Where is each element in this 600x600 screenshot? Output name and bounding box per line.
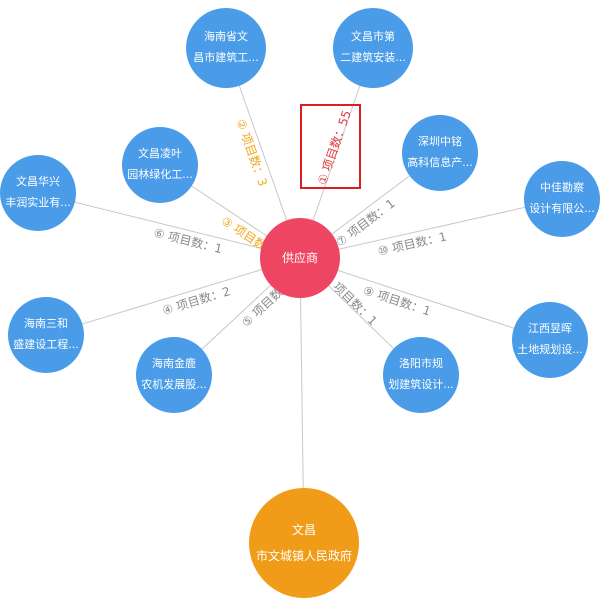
edge-wenchang-huaxing (37, 192, 301, 259)
supplier-node-luoyang-planning[interactable]: 洛阳市规 划建筑设计... (383, 337, 459, 413)
supplier-node-line1: 海南金鹿 (152, 357, 196, 371)
supplier-node-line2: 丰润实业有... (5, 196, 71, 209)
supplier-node-shenzhen-zhongming[interactable]: 深圳中铭 高科信息产... (402, 115, 478, 191)
government-line2: 市文城镇人民政府 (255, 549, 352, 563)
edge-jiangxi-yuhui (299, 257, 551, 341)
hub-label: 供应商 (281, 250, 318, 265)
supplier-node-hainan-jinlu[interactable]: 海南金鹿 农机发展股... (136, 337, 212, 413)
supplier-node-line2: 设计有限公... (529, 202, 595, 215)
supplier-node-line2: 划建筑设计... (388, 378, 454, 391)
edge-hainan-sanhesheng (45, 257, 301, 336)
supplier-hub-node[interactable]: 供应商 (260, 218, 340, 298)
edge-zhongjia-survey (299, 198, 563, 259)
supplier-node-line2: 农机发展股... (141, 378, 207, 391)
supplier-node-line1: 江西昱晖 (528, 322, 572, 336)
supplier-node-hainan-sanhesheng[interactable]: 海南三和 盛建设工程... (8, 297, 84, 373)
supplier-node-wenchang-lingye[interactable]: 文昌凌叶 园林绿化工... (122, 127, 198, 203)
supplier-node-line1: 文昌华兴 (16, 175, 60, 189)
supplier-node-line1: 深圳中铭 (418, 135, 462, 149)
supplier-node-jiangxi-yuhui[interactable]: 江西昱晖 土地规划设... (512, 302, 588, 378)
supplier-node-wenchang-second-construction[interactable]: 文昌市第 二建筑安装... (333, 8, 413, 88)
supplier-node-line2: 盛建设工程... (13, 338, 79, 351)
supplier-node-hainan-wenchang-construction[interactable]: 海南省文 昌市建筑工... (186, 8, 266, 88)
supplier-node-line1: 海南省文 (204, 30, 248, 44)
government-node[interactable]: 文昌 市文城镇人民政府 (249, 488, 359, 598)
supplier-node-line1: 文昌凌叶 (138, 147, 182, 161)
supplier-node-line2: 园林绿化工... (127, 168, 193, 181)
supplier-node-wenchang-huaxing[interactable]: 文昌华兴 丰润实业有... (0, 155, 76, 231)
supplier-node-line2: 土地规划设... (517, 343, 583, 356)
supplier-node-line1: 海南三和 (24, 317, 68, 331)
supplier-node-zhongjia-survey[interactable]: 中佳勘察 设计有限公... (524, 161, 600, 237)
supplier-node-line1: 中佳勘察 (540, 181, 584, 195)
highlight-box (300, 104, 361, 189)
government-line1: 文昌 (291, 522, 316, 537)
supplier-node-line2: 高科信息产... (407, 156, 473, 169)
supplier-node-line2: 昌市建筑工... (193, 51, 259, 64)
supplier-node-line2: 二建筑安装... (340, 51, 406, 64)
supplier-node-line1: 文昌市第 (351, 30, 395, 44)
supplier-node-line1: 洛阳市规 (399, 357, 443, 371)
